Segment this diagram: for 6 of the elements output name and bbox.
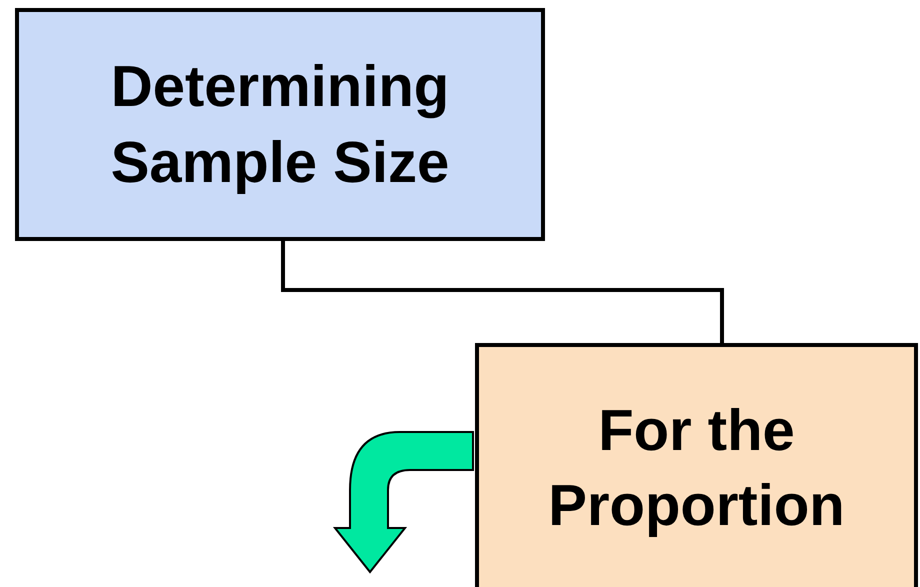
title-box [15, 8, 545, 241]
box-title: Determining Sample Size [110, 53, 450, 196]
title-box [475, 343, 918, 587]
curved-block-arrow [334, 431, 474, 573]
connector-line [281, 241, 724, 343]
box-title: For the Proportion [547, 396, 846, 540]
